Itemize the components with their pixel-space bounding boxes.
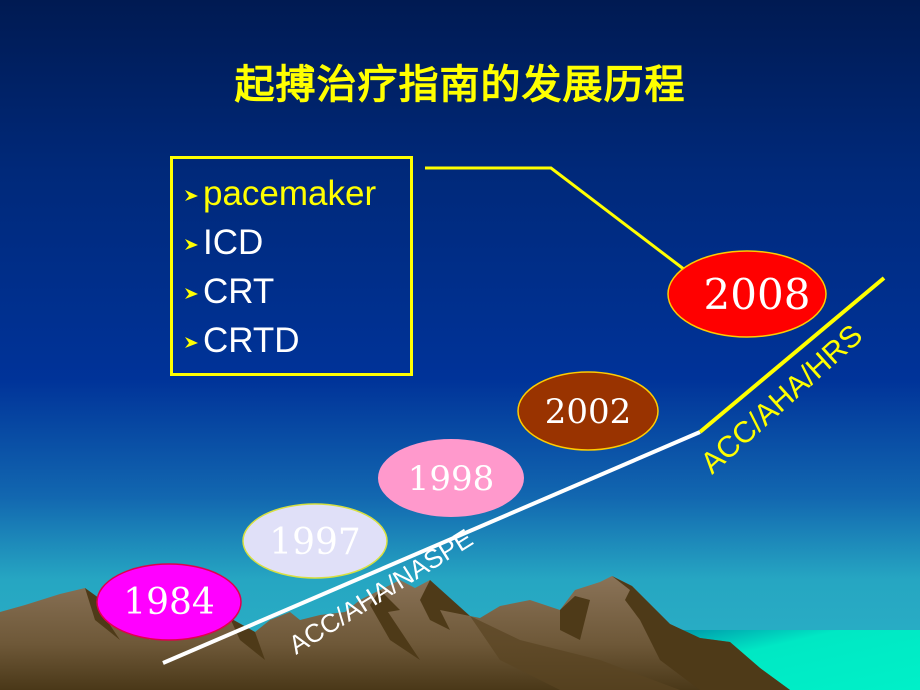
device-item-icd: ICD (183, 218, 410, 267)
year-badge-1998: 1998 (378, 439, 524, 517)
device-item-crtd: CRTD (183, 316, 410, 365)
svg-text:2002: 2002 (545, 392, 632, 432)
year-badge-1997: 1997 (242, 503, 388, 579)
year-badge-2002: 2002 (517, 371, 659, 451)
arrow-bullet-icon (185, 287, 198, 299)
connector-line (425, 166, 686, 272)
year-badge-2008: 2008 (667, 250, 827, 338)
guideline-line-early (162, 430, 701, 665)
device-label: pacemaker (203, 174, 377, 213)
arrow-bullet-icon (185, 336, 198, 348)
arrow-bullet-icon (185, 238, 198, 250)
device-item-crt: CRT (183, 267, 410, 316)
svg-text:1984: 1984 (123, 582, 215, 623)
arrow-bullet-icon (185, 189, 198, 201)
device-label: CRT (203, 272, 275, 311)
mountains (0, 576, 790, 690)
svg-text:1997: 1997 (269, 522, 361, 563)
device-label: ICD (203, 223, 264, 262)
svg-text:1998: 1998 (408, 459, 495, 499)
slide-title: 起搏治疗指南的发展历程 (234, 62, 686, 108)
device-label: CRTD (203, 321, 300, 360)
svg-text:2008: 2008 (704, 270, 811, 319)
device-list-box: pacemaker ICD CRT CRTD (170, 156, 413, 376)
year-badge-1984: 1984 (96, 563, 242, 641)
guideline-line-latest (698, 276, 886, 434)
device-item-pacemaker: pacemaker (183, 169, 410, 218)
